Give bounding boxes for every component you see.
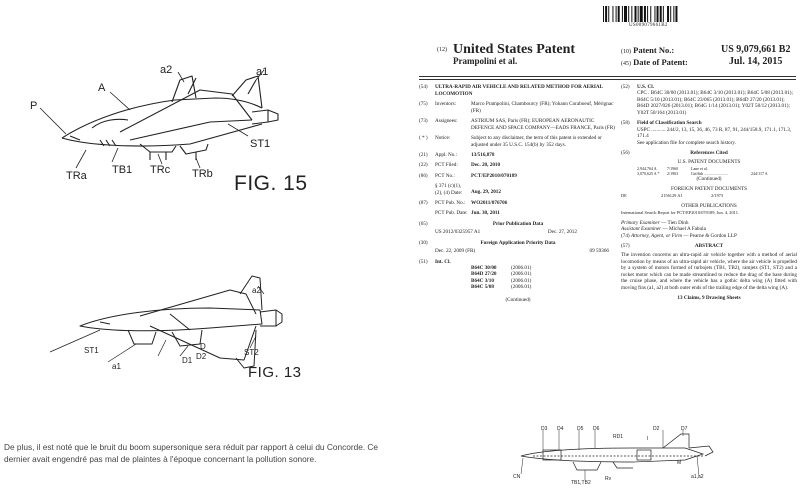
field-87-date: PCT Pub. Date: Jun. 30, 2011 xyxy=(419,210,617,217)
patent-title: United States Patent xyxy=(453,42,576,57)
field-54: (54) ULTRA-RAPID AIR VEHICLE AND RELATED… xyxy=(419,84,617,97)
drawing-label-tb1tb2: TB1,TB2 xyxy=(571,480,591,486)
fig13-label-a1: a1 xyxy=(112,362,121,371)
patent-date-row: (45) Date of Patent: Jul. 14, 2015 xyxy=(621,56,782,67)
fig15-label-tra: TRa xyxy=(66,170,87,182)
inventors-value: Marco Prampolini, Chambourcy (FR); Yohan… xyxy=(471,100,614,114)
us-cl-value: CPC . B64C 30/00 (2013.01); B64C 3/10 (2… xyxy=(637,90,793,116)
drawing-label-cn: CN xyxy=(513,474,521,480)
header-rule-thin xyxy=(419,79,796,80)
pct-pub-date-value: Jun. 30, 2011 xyxy=(471,210,500,217)
drawing-label-d3: D3 xyxy=(541,426,548,432)
left-panel: a2 a1 A P ST1 TRc TRb TRa TB1 FIG. 15 xyxy=(0,0,392,501)
assignees-value: ASTRIUM SAS, Paris (FR); EUROPEAN AERONA… xyxy=(471,117,615,131)
field-57-abstract: (57) ABSTRACT The invention concerns an … xyxy=(621,243,797,292)
notice-value: Subject to any disclaimer, the term of t… xyxy=(471,134,602,148)
fig15-caption: FIG. 15 xyxy=(234,172,308,195)
header-rule xyxy=(419,76,796,78)
fig15-label-trc: TRc xyxy=(150,164,171,176)
field-73: (73) Assignees: ASTRIUM SAS, Paris (FR);… xyxy=(419,118,617,131)
drawing-label-d4: D4 xyxy=(557,426,564,432)
invention-title: ULTRA-RAPID AIR VEHICLE AND RELATED METH… xyxy=(435,84,603,97)
field-56: (56) References Cited U.S. PATENT DOCUME… xyxy=(621,150,797,182)
field-30: (30) Foreign Application Priority Data D… xyxy=(419,239,609,255)
int-cl-row: B64C 30/00(2006.01) xyxy=(471,264,532,271)
patent-inventors-short: Prampolini et al. xyxy=(453,56,518,66)
code-12: (12) xyxy=(437,47,447,53)
code-45: (45) xyxy=(621,61,631,67)
patent-page: US009079661B2 (12) United States Patent … xyxy=(415,0,800,501)
fig15-label-P: P xyxy=(30,100,38,112)
field-notice: ( * ) Notice: Subject to any disclaimer,… xyxy=(419,135,617,148)
fig15-drawing xyxy=(39,69,279,169)
abstract-text: The invention concerns an ultra-rapid ai… xyxy=(621,252,797,292)
pct-filed-value: Dec. 20, 2010 xyxy=(471,162,501,169)
fig15-label-A: A xyxy=(98,82,106,94)
drawing-label-i: I xyxy=(647,436,649,442)
drawing-label-rd1: RD1 xyxy=(613,434,624,440)
int-cl-row: B64D 27/20(2006.01) xyxy=(471,271,532,278)
field-86: (86) PCT No.: PCT/EP2010/070189 xyxy=(419,173,617,180)
patent-right-column: (52) U.S. Cl. CPC . B64C 30/00 (2013.01)… xyxy=(621,84,797,302)
other-publications: OTHER PUBLICATIONS International Search … xyxy=(621,202,740,215)
pct-no-value: PCT/EP2010/070189 xyxy=(471,172,517,179)
field-65: (65) Prior Publication Data US 2012/0325… xyxy=(419,220,577,236)
fig15-label-st1: ST1 xyxy=(250,138,271,150)
fig13-label-st1: ST1 xyxy=(84,346,99,355)
field-75: (75) Inventors: Marco Prampolini, Chambo… xyxy=(419,101,617,114)
field-51: (51) Int. Cl. B64C 30/00(2006.01) B64D 2… xyxy=(419,259,617,291)
field-21: (21) Appl. No.: 13/516,878 xyxy=(419,152,617,159)
patent-date-label: Date of Patent: xyxy=(633,57,688,67)
fig13-label-d: D xyxy=(200,342,206,351)
fig13-label-a2: a2 xyxy=(252,286,261,295)
drawing-label-a1a2: a1,a2 xyxy=(691,474,704,480)
field-371: § 371 (c)(1), (2), (4) Date: Aug. 29, 20… xyxy=(419,183,617,196)
barcode-number: US009079661B2 xyxy=(629,23,668,28)
field-22: (22) PCT Filed: Dec. 20, 2010 xyxy=(419,162,617,169)
int-cl-row: B64C 3/10(2006.01) xyxy=(471,277,532,284)
foreign-patents: FOREIGN PATENT DOCUMENTS DE 2156129 A1 2… xyxy=(621,185,748,198)
field-87: (87) PCT Pub. No.: WO2011/076706 xyxy=(419,200,617,207)
article-paragraph: De plus, il est noté que le bruit du boo… xyxy=(4,442,379,464)
patent-no-value: US 9,079,661 B2 xyxy=(721,44,791,55)
field-52: (52) U.S. Cl. CPC . B64C 30/00 (2013.01)… xyxy=(621,84,797,116)
code-10: (10) xyxy=(621,49,631,55)
fig15-label-tb1: TB1 xyxy=(112,164,133,176)
left-continued: (Continued) xyxy=(505,297,531,304)
fig13-drawing xyxy=(49,275,283,369)
patent-left-column: (54) ULTRA-RAPID AIR VEHICLE AND RELATED… xyxy=(419,84,617,304)
fig15-label-a1: a1 xyxy=(256,66,269,78)
claims-line: 13 Claims, 9 Drawing Sheets xyxy=(677,295,741,302)
patent-no-row: (10) Patent No.: US 9,079,661 B2 xyxy=(621,44,790,55)
371-date-value: Aug. 29, 2012 xyxy=(471,189,501,196)
fig13-label-d2: D2 xyxy=(196,352,207,361)
field-58: (58) Field of Classification Search USPC… xyxy=(621,120,792,146)
fig15-label-a2: a2 xyxy=(160,64,173,76)
patent-no-label: Patent No.: xyxy=(633,45,675,55)
patent-date-value: Jul. 14, 2015 xyxy=(729,56,783,67)
fig13-label-st2: ST2 xyxy=(244,348,259,357)
pct-pub-no-value: WO2011/076706 xyxy=(471,199,508,206)
barcode-graphic xyxy=(603,6,678,22)
fig13-label-d1: D1 xyxy=(182,356,193,365)
drawing-label-d2: D2 xyxy=(653,426,660,432)
appl-no-value: 13/516,878 xyxy=(471,151,495,158)
drawing-label-rv: Rv xyxy=(605,476,612,482)
drawing-label-d7: D7 xyxy=(681,426,688,432)
fig13-caption: FIG. 13 xyxy=(248,364,302,381)
drawing-label-m: M xyxy=(677,460,682,466)
int-cl-row: B64C 5/08(2006.01) xyxy=(471,284,532,291)
drawing-label-d6: D6 xyxy=(593,426,600,432)
drawing-label-d5: D5 xyxy=(577,426,584,432)
int-cl-table: B64C 30/00(2006.01) B64D 27/20(2006.01) … xyxy=(419,259,617,291)
examiners: Primary Examiner — Tien Dinh Assistant E… xyxy=(621,219,737,240)
fig15-label-trb: TRb xyxy=(192,168,213,180)
representative-drawing xyxy=(520,430,714,480)
